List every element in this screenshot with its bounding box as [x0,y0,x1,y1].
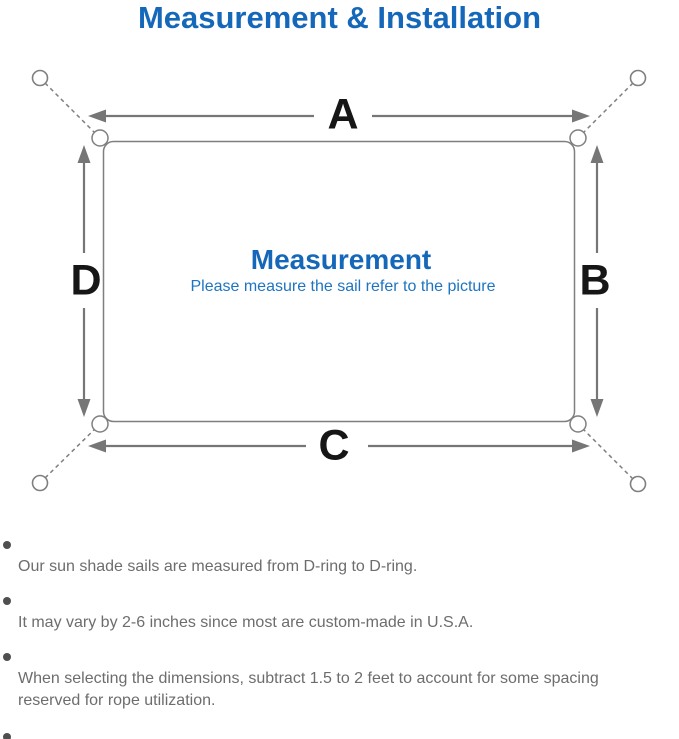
bullet-icon [3,653,11,661]
list-item: When selecting the dimensions, subtract … [3,646,672,712]
note-text: It may vary by 2-6 inches since most are… [18,614,474,631]
diagram-center-title: Measurement [250,244,432,275]
rope-line-bottom-left [44,421,103,479]
dimension-arrow-a [88,109,590,123]
list-item: You can adjust the sun shade sail with t… [3,726,672,739]
arrowhead-up-icon [590,145,604,163]
dimension-label-b: B [579,256,611,305]
d-ring-icon [569,415,587,433]
dimension-arrow-c [88,439,590,453]
d-ring-icon [91,415,109,433]
list-item: Our sun shade sails are measured from D-… [3,534,672,578]
dimension-arrow-d [77,145,91,417]
arrowhead-up-icon [77,145,91,163]
rope-line-bottom-right [575,421,634,480]
arrowhead-down-icon [590,399,604,417]
arrowhead-down-icon [77,399,91,417]
dimension-label-a: A [327,90,359,139]
anchor-points [31,69,647,493]
note-text: When selecting the dimensions, subtract … [18,670,599,709]
corner-rope-dashed-lines [44,82,634,480]
sail-rectangle [102,140,576,423]
rope-line-top-right [575,82,634,141]
d-ring-icon [569,129,587,147]
arrowhead-right-icon [572,109,590,123]
diagram-center-subtitle: Please measure the sail refer to the pic… [190,278,496,295]
arrowhead-right-icon [572,439,590,453]
dimension-arrow-b [590,145,604,417]
anchor-point-icon [31,474,49,492]
arrowhead-left-icon [88,109,106,123]
anchor-point-icon [629,69,647,87]
bullet-icon [3,733,11,739]
bullet-icon [3,597,11,605]
bullet-icon [3,541,11,549]
page-title: Measurement & Installation [137,0,542,35]
measurement-notes-list: Our sun shade sails are measured from D-… [3,534,672,739]
anchor-point-icon [629,475,647,493]
d-rings [91,129,587,433]
rope-line-top-left [44,82,103,141]
anchor-point-icon [31,69,49,87]
d-ring-icon [91,129,109,147]
dimension-label-c: C [318,421,350,470]
note-text: Our sun shade sails are measured from D-… [18,558,418,575]
dimension-label-d: D [70,256,102,305]
list-item: It may vary by 2-6 inches since most are… [3,590,672,634]
arrowhead-left-icon [88,439,106,453]
